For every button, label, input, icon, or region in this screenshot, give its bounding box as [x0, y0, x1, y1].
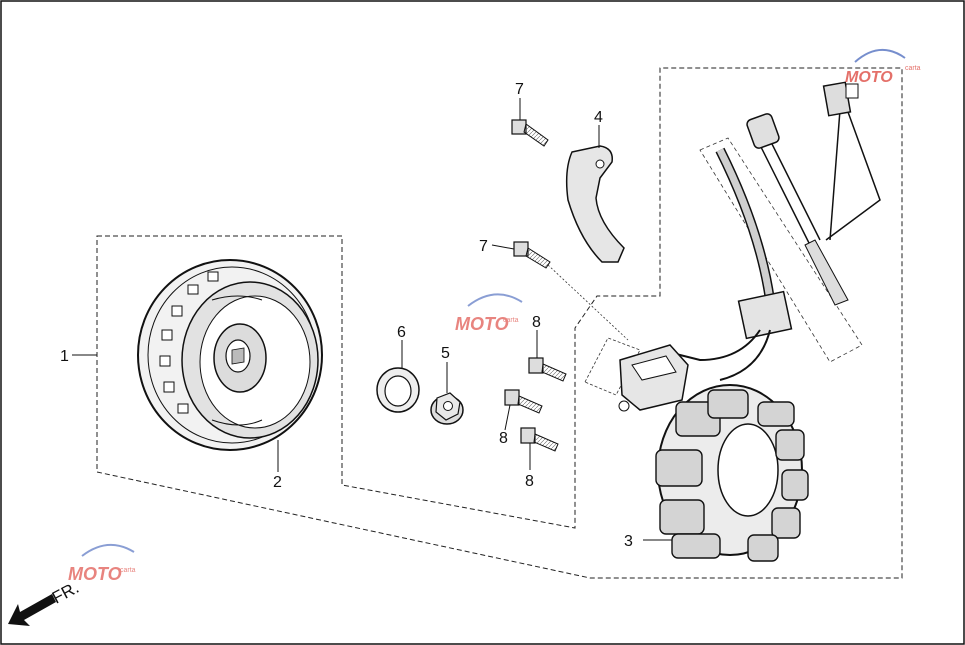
- front-arrow-icon: [8, 594, 56, 626]
- callout-7-upper: 7: [515, 81, 524, 98]
- svg-text:carta: carta: [905, 65, 921, 72]
- watermark-logo-3: MOTO carta: [68, 544, 136, 584]
- svg-text:carta: carta: [120, 567, 136, 574]
- callout-8-middle: 8: [499, 430, 508, 447]
- bolt-8-middle: [504, 389, 543, 414]
- callout-3: 3: [624, 533, 633, 550]
- callout-2: 2: [273, 474, 282, 491]
- callout-8-top: 8: [532, 314, 541, 331]
- svg-text:carta: carta: [503, 317, 519, 324]
- front-direction-indicator: FR.: [8, 578, 82, 626]
- callout-7-lower: 7: [479, 238, 488, 255]
- bracket-boundary: [584, 337, 641, 396]
- bolt-8-top: [528, 357, 567, 382]
- stator-assembly: [618, 81, 881, 562]
- bolt-guide-line: [547, 264, 629, 341]
- svg-text:MOTO: MOTO: [455, 314, 509, 334]
- stator-bracket: [565, 145, 625, 263]
- callout-8-bottom: 8: [525, 473, 534, 490]
- assembly-boundary: [96, 67, 903, 579]
- leader-lines: [72, 98, 672, 541]
- flange-nut: [430, 392, 464, 425]
- flywheel-rotor: [137, 259, 323, 451]
- bolt-7-lower: [513, 241, 551, 269]
- callout-6: 6: [397, 324, 406, 341]
- svg-text:MOTO: MOTO: [68, 564, 122, 584]
- bolt-8-bottom: [520, 427, 559, 452]
- callout-4: 4: [594, 109, 603, 126]
- watermark-logo-2: MOTO carta: [455, 293, 523, 334]
- bracket-hole: [595, 159, 605, 169]
- watermark-logo-1: MOTO carta: [845, 49, 921, 86]
- callout-5: 5: [441, 345, 450, 362]
- washer: [376, 367, 420, 413]
- bolt-7-upper: [511, 119, 549, 147]
- svg-text:MOTO: MOTO: [845, 69, 893, 86]
- callout-1: 1: [60, 348, 69, 365]
